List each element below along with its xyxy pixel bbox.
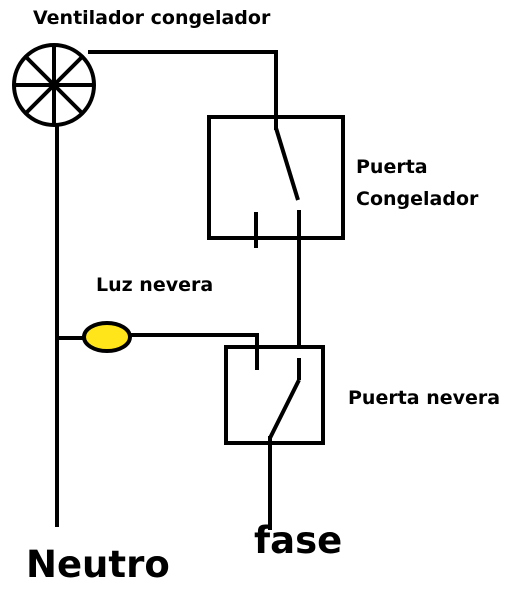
freezer-door-label-line2: Congelador [356, 188, 479, 210]
fridge-door-switch [224, 335, 325, 445]
freezer-door-label-line1: Puerta [356, 156, 428, 178]
freezer-door-switch [207, 115, 345, 248]
fridge-door-label: Puerta nevera [348, 387, 501, 409]
light-label: Luz nevera [96, 274, 214, 296]
neutral-label: Neutro [26, 543, 170, 586]
fan-icon [12, 43, 96, 127]
fan-label: Ventilador congelador [33, 7, 271, 29]
phase-label: fase [254, 519, 343, 562]
lamp-icon [82, 321, 132, 353]
